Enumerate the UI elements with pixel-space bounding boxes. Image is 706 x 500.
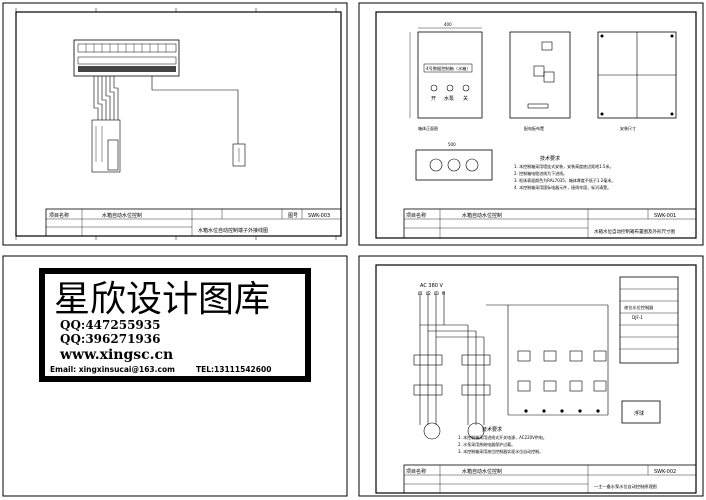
sheet4-note-2: 2. 水泵采用热继电器保护过载。: [458, 441, 515, 447]
sheet4-project-label: 项目名称: [406, 468, 426, 475]
dim-side: 500: [448, 142, 456, 147]
controller-model: DJF-1: [632, 315, 643, 320]
phase-n: N: [442, 291, 445, 296]
sheet1-drawing-no-label: 图号: [288, 213, 298, 219]
sheet4-project-name: 水箱自动水位控制: [462, 468, 502, 475]
notes-title: 技术要求: [540, 155, 560, 162]
panel-title: 4号数据控制箱（水箱）: [426, 65, 471, 72]
sheet-control-schematic: AC 380 V L1 L2 L3 N: [358, 255, 704, 497]
sheet1-project-label: 项目名称: [49, 212, 69, 219]
front-caption: 箱体正面图: [418, 125, 438, 131]
phase-l2: L2: [426, 291, 431, 296]
sheet1-drawing-title: 水箱水位自动控制端子外接线图: [198, 227, 268, 234]
float-label: 浮球: [634, 410, 644, 417]
qq-1: QQ:447255935: [60, 318, 160, 332]
email: Email: xingxinsucai@163.com: [50, 365, 175, 374]
phase-l3: L3: [434, 291, 439, 296]
sheet2-project-label: 项目名称: [406, 212, 426, 219]
sheet4-note-1: 1. 本控制箱采用进线式开关电源，AC220V供电。: [458, 434, 547, 440]
panel-label-close: 关: [463, 95, 468, 102]
sheet1-project-name: 水箱自动水位控制: [102, 212, 142, 219]
sheet-terminal-wiring: 项目名称 水箱自动水位控制 水箱水位自动控制端子外接线图 图号 SWK-003: [2, 2, 348, 246]
brand-title: 星欣设计图库: [54, 279, 270, 320]
sheet2-project-name: 水箱自动水位控制: [462, 212, 502, 219]
website: www.xingsc.cn: [59, 347, 173, 363]
sheet2-drawing-no: SWK-001: [654, 213, 676, 219]
sheet2-drawing-title: 水箱水位自动控制箱布置图及外形尺寸图: [594, 228, 675, 235]
sheet4-drawing-title: 一主一备水泵水位自动控制原理图: [594, 483, 657, 490]
sheet4-drawing-no: SWK-002: [654, 469, 676, 475]
sheet1-drawing-no: SWK-003: [308, 213, 330, 219]
note-3: 3. 柜体表面颜色为RAL7035，箱体厚度不低于1.2毫米。: [514, 177, 615, 183]
phase-l1: L1: [418, 291, 423, 296]
qq-2: QQ:396271936: [60, 332, 160, 346]
note-2: 2. 控制箱电缆进线为下进线。: [514, 170, 567, 176]
sheet4-notes-title: 技术要求: [482, 426, 502, 433]
note-4: 4. 本控制箱采用国标电器元件，接线牢固，标识清楚。: [514, 184, 611, 190]
watermark-panel: 星欣设计图库 QQ:447255935 QQ:396271936 www.xin…: [2, 255, 348, 497]
dim-top: 400: [444, 22, 452, 27]
layout-caption: 配电板布置: [524, 125, 544, 131]
sheet-cabinet-layout: 400 4号数据控制箱（水箱） 开 水泵 关 箱体正面图 配电板布置 安装尺寸 …: [358, 2, 704, 246]
supply-label: AC 380 V: [420, 283, 444, 289]
note-1: 1. 本控制箱采用墙挂式安装，安装高度底边距地1.5米。: [514, 163, 613, 169]
telephone: TEL:13111542600: [196, 365, 271, 374]
panel-label-pump: 水泵: [444, 95, 454, 102]
sheet4-note-3: 3. 本控制箱采用液位控制器实现水位自动控制。: [458, 448, 543, 454]
panel-label-open: 开: [431, 96, 436, 102]
install-caption: 安装尺寸: [620, 125, 636, 131]
controller-label: 液位水位控制器: [624, 304, 654, 311]
